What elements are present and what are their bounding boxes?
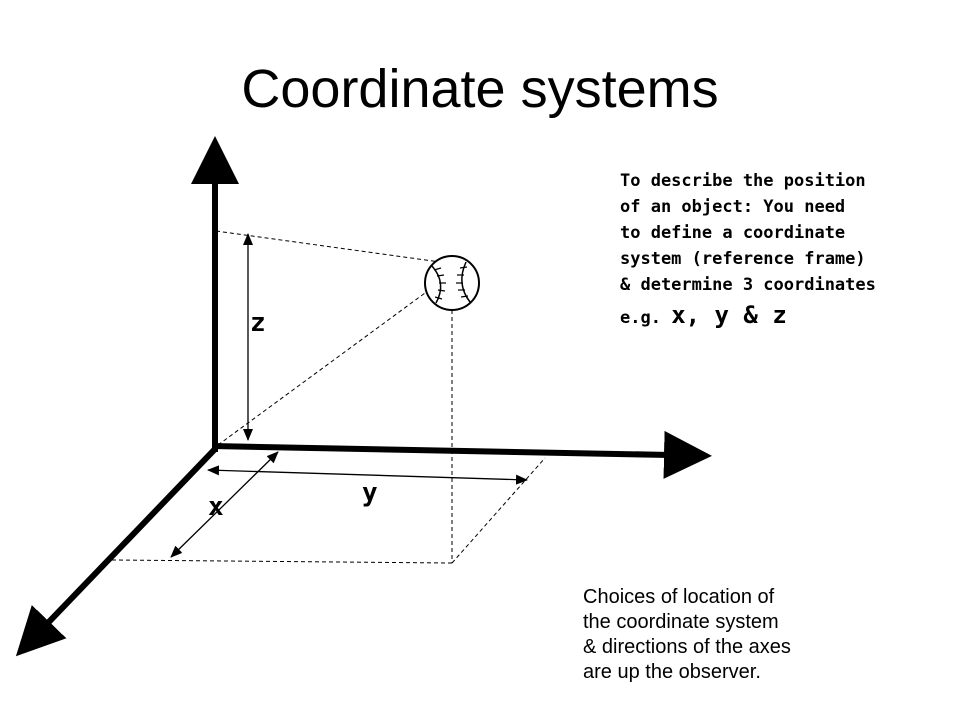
y-label: y bbox=[362, 478, 378, 508]
x-label: x bbox=[208, 492, 224, 522]
baseball-icon bbox=[424, 255, 480, 311]
slide-title: Coordinate systems bbox=[241, 59, 719, 119]
y-axis bbox=[211, 430, 712, 479]
note-line: To describe the position bbox=[620, 171, 866, 191]
z-label: z bbox=[250, 308, 266, 338]
observer-choice-note: Choices of location of the coordinate sy… bbox=[583, 585, 953, 685]
note-line: to define a coordinate bbox=[620, 223, 846, 243]
note-line: of an object: You need bbox=[620, 197, 846, 217]
example-coordinates: x, y & z bbox=[671, 301, 787, 329]
example-prefix: e.g. bbox=[620, 308, 672, 328]
guide-origin-diagonal bbox=[217, 281, 441, 446]
guide-floor-right bbox=[451, 457, 546, 564]
x-axis bbox=[15, 445, 219, 657]
guide-top-left bbox=[215, 230, 441, 263]
x-dimension-arrow bbox=[170, 451, 279, 558]
note-line: are up the observer. bbox=[583, 661, 761, 683]
position-explanation: To describe the position of an object: Y… bbox=[620, 168, 950, 331]
note-line: system (reference frame) bbox=[620, 249, 866, 269]
note-line: the coordinate system bbox=[583, 611, 779, 633]
example-line: e.g. x, y & z bbox=[620, 302, 950, 331]
note-line: & directions of the axes bbox=[583, 636, 791, 658]
dashed-guides bbox=[111, 230, 546, 564]
note-line: & determine 3 coordinates bbox=[620, 275, 876, 295]
guide-floor-front bbox=[111, 559, 453, 564]
note-line: Choices of location of bbox=[583, 586, 775, 608]
